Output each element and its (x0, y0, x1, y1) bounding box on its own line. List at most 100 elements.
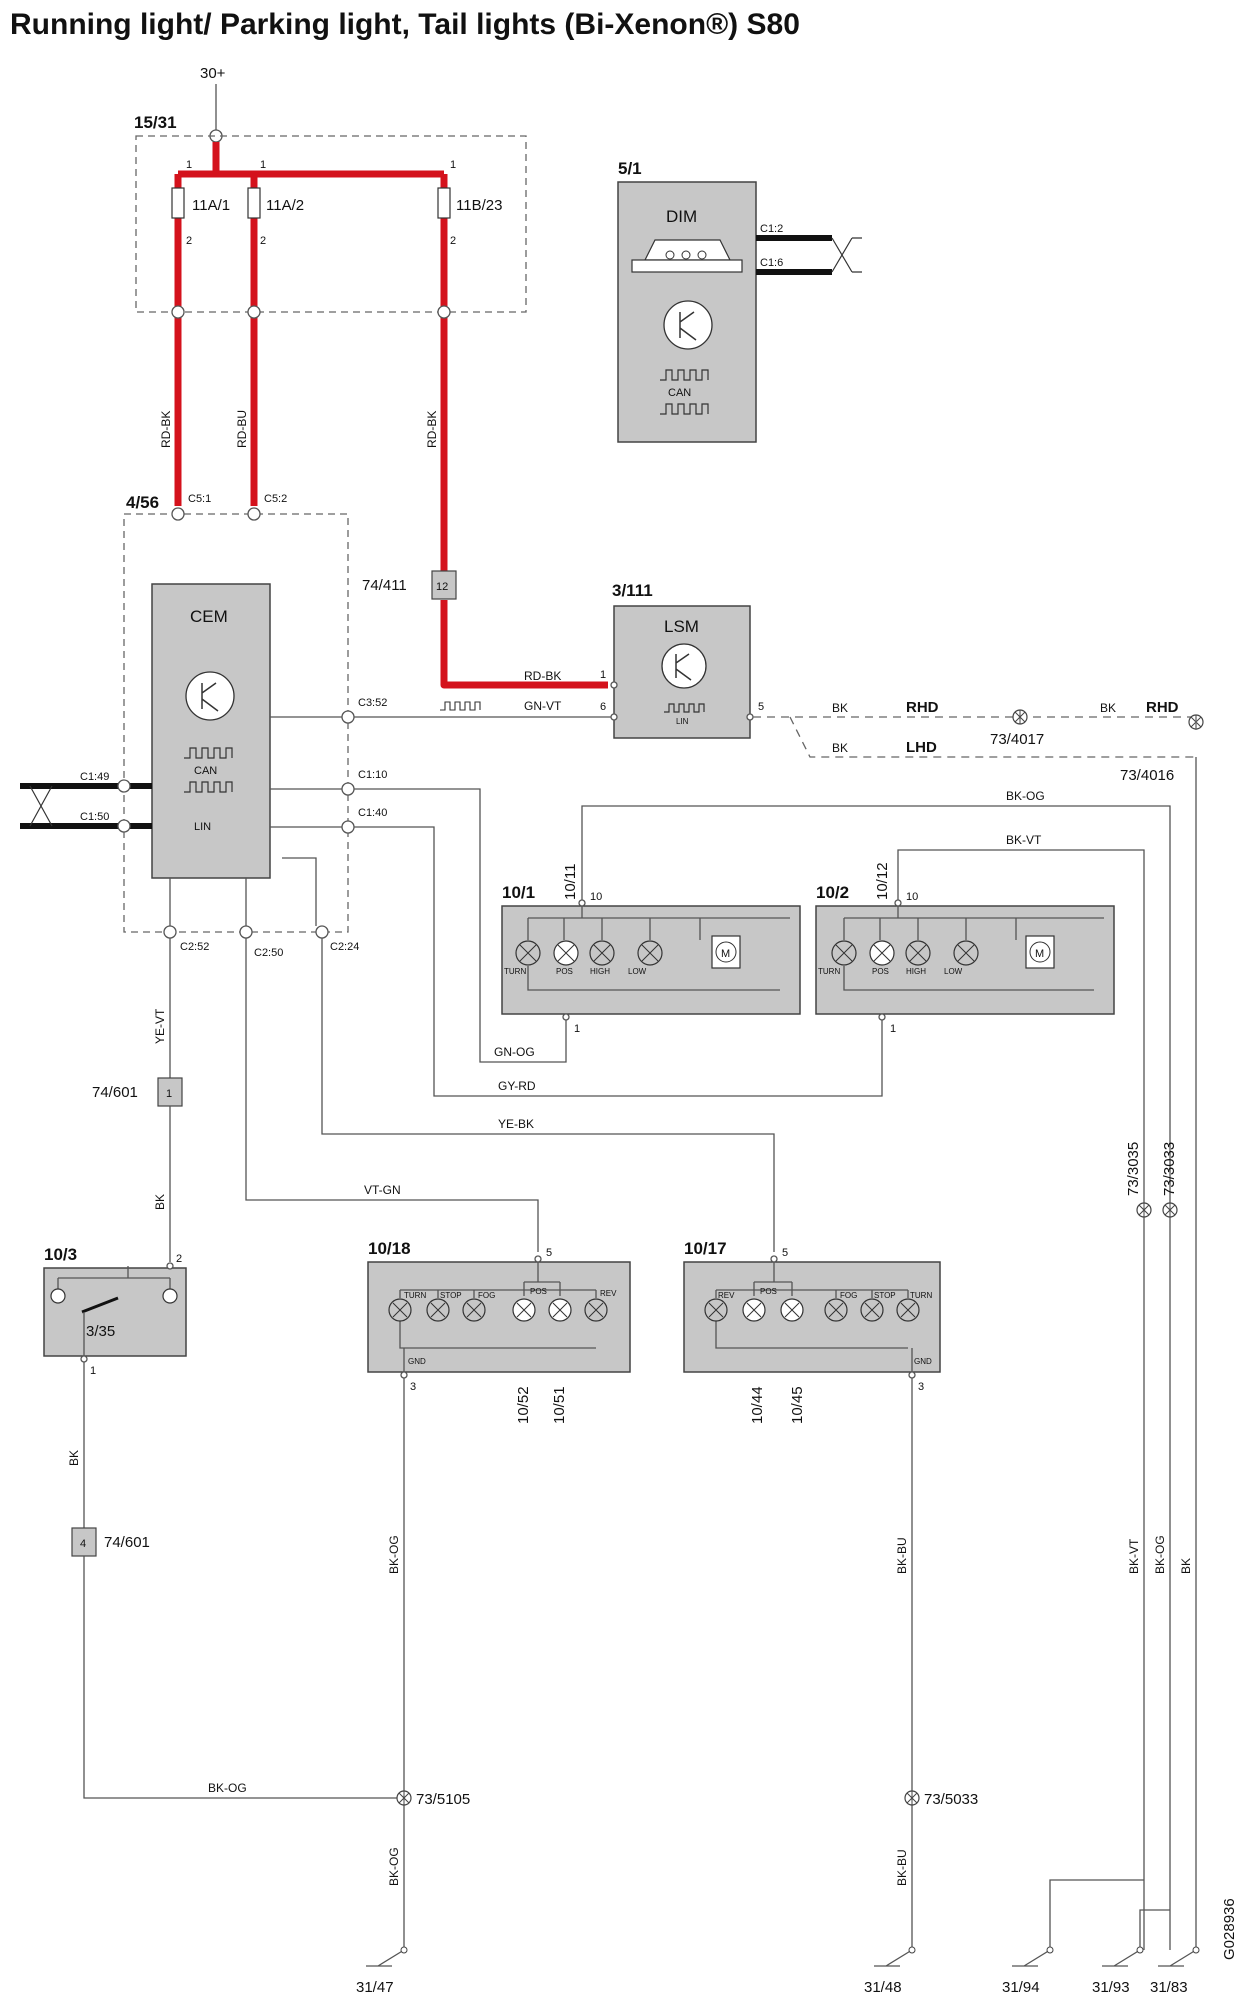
wire-label-bk-bu-1: BK-BU (895, 1537, 909, 1574)
headlamp-left-pos-label: POS (556, 967, 573, 976)
cem-ref: 4/56 (126, 493, 159, 512)
wire-label-bk-2: BK (67, 1450, 81, 1466)
cem-twisted-pair-icon (29, 785, 53, 827)
dim-display-icon (631, 239, 743, 273)
fuse-11a2: 11A/2 1 2 (247, 159, 304, 247)
fuse-11b23: 11B/23 1 2 (437, 159, 502, 247)
wire-label-vt-gn: VT-GN (364, 1183, 401, 1197)
splice-73-5033-label: 73/5033 (924, 1791, 978, 1808)
cem-pin-c224: C2:24 (330, 941, 359, 953)
switch-ref: 10/3 (44, 1245, 77, 1264)
svg-text:M: M (721, 948, 730, 960)
document-id: G028936 (1221, 1898, 1238, 1960)
dim-can-icon-bottom (660, 403, 709, 415)
cem-pin-c352: C3:52 (358, 697, 387, 709)
headlamp-left-pin-1: 1 (574, 1023, 580, 1035)
lsm-lin-label: LIN (676, 717, 689, 726)
cem-label: CEM (190, 607, 228, 626)
headlamp-right-low-label: LOW (944, 967, 963, 976)
cem-can-icon (184, 747, 233, 759)
dim-label: DIM (666, 207, 697, 226)
splice-73-3035-label: 73/3035 (1125, 1142, 1142, 1196)
wire-label-ye-bk: YE-BK (498, 1117, 534, 1131)
tail-right-sub-1: 10/44 (749, 1386, 766, 1424)
dim-pin-c16: C1:6 (760, 257, 783, 269)
svg-text:4: 4 (80, 1538, 86, 1550)
switch-contact-icon (81, 1296, 119, 1314)
cem-pin-c140: C1:40 (358, 807, 387, 819)
headlamp-left-side-ref: 10/11 (562, 864, 579, 900)
wire-label-gn-vt: GN-VT (524, 699, 562, 713)
tail-right-ref: 10/17 (684, 1239, 727, 1258)
tail-left-pin-3: 3 (410, 1381, 416, 1393)
connector-74-411-ref: 74/411 (362, 577, 407, 594)
svg-text:11A/1: 11A/1 (192, 197, 230, 214)
lsm-transistor-icon (661, 643, 707, 689)
splice-73-4016-label: 73/4016 (1120, 767, 1174, 784)
ground-31-48-label: 31/48 (864, 1979, 902, 1996)
lsm-ref: 3/111 (612, 581, 653, 600)
connector-74-601-top-ref: 74/601 (92, 1084, 138, 1101)
ground-31-93 (1102, 1909, 1170, 1967)
ground-31-47 (366, 1946, 408, 1967)
splice-73-3035 (1136, 1202, 1152, 1218)
wire-label-gn-og: GN-OG (494, 1045, 535, 1059)
tail-left-pos-label: POS (530, 1287, 547, 1296)
splice-73-5033 (904, 1790, 920, 1806)
fuse-box-ref: 15/31 (134, 113, 177, 132)
switch-module (43, 1267, 187, 1357)
tail-left-ref: 10/18 (368, 1239, 411, 1258)
cem-pin-c250: C2:50 (254, 947, 283, 959)
fuse-box-outline (135, 135, 527, 313)
ground-31-94 (1012, 1879, 1144, 1967)
headlamp-right-ref: 10/2 (816, 883, 849, 902)
splice-73-5105 (396, 1790, 412, 1806)
rhd-label-1: RHD (906, 699, 939, 716)
tail-right-gnd-label: GND (914, 1357, 932, 1366)
cem-lin-label: LIN (194, 821, 211, 833)
tail-left-sub-2: 10/51 (551, 1386, 568, 1424)
splice-73-4017-label: 73/4017 (990, 731, 1044, 748)
wire-label-rd-bk-3: RD-BK (524, 669, 561, 683)
wire-label-bk-lhd: BK (832, 741, 848, 755)
svg-text:11A/2: 11A/2 (266, 197, 304, 214)
wire-label-gy-rd: GY-RD (498, 1079, 536, 1093)
svg-text:1: 1 (186, 159, 192, 171)
ground-31-47-label: 31/47 (356, 1979, 394, 1996)
svg-text:M: M (1035, 948, 1044, 960)
wire-label-bk-rhd-2: BK (1100, 701, 1116, 715)
headlamp-right-pos-label: POS (872, 967, 889, 976)
tail-left-sub-1: 10/52 (515, 1386, 532, 1424)
switch-inner-ref: 3/35 (86, 1323, 115, 1340)
dim-pin-c12: C1:2 (760, 223, 783, 235)
connector-74-601-bottom-ref: 74/601 (104, 1534, 150, 1551)
headlamp-right-pin-10: 10 (906, 891, 918, 903)
tail-right-module (683, 1261, 941, 1373)
dim-twisted-pair-icon (831, 237, 853, 273)
svg-text:2: 2 (450, 235, 456, 247)
tail-right-turn-label: TURN (910, 1291, 932, 1300)
headlamp-right-high-label: HIGH (906, 967, 926, 976)
wire-label-bk-og-5: BK-OG (1153, 1535, 1167, 1574)
supply-label: 30+ (200, 65, 226, 82)
page-title: Running light/ Parking light, Tail light… (10, 8, 800, 41)
switch-pin-1: 1 (90, 1365, 96, 1377)
cem-transistor-icon (185, 671, 235, 721)
cem-lin-icon (184, 781, 233, 793)
cem-pin-c110: C1:10 (358, 769, 387, 781)
tail-right-pos-label: POS (760, 1287, 777, 1296)
tail-left-rev-label: REV (600, 1289, 617, 1298)
switch-pin-2: 2 (176, 1253, 182, 1265)
tail-left-fog-label: FOG (478, 1291, 495, 1300)
svg-text:1: 1 (260, 159, 266, 171)
connector-74-411 (431, 570, 457, 600)
lsm-pin-1: 1 (600, 669, 606, 681)
dim-can-label: CAN (668, 387, 691, 399)
svg-text:1: 1 (166, 1088, 172, 1100)
tail-right-rev-label: REV (718, 1291, 735, 1300)
splice-73-3033 (1162, 1202, 1178, 1218)
dim-transistor-icon (663, 300, 713, 350)
cem-pin-c52: C5:2 (264, 493, 287, 505)
wire-label-bk-og-1: BK-OG (1006, 789, 1045, 803)
wire-label-bk-og-4: BK-OG (387, 1847, 401, 1886)
